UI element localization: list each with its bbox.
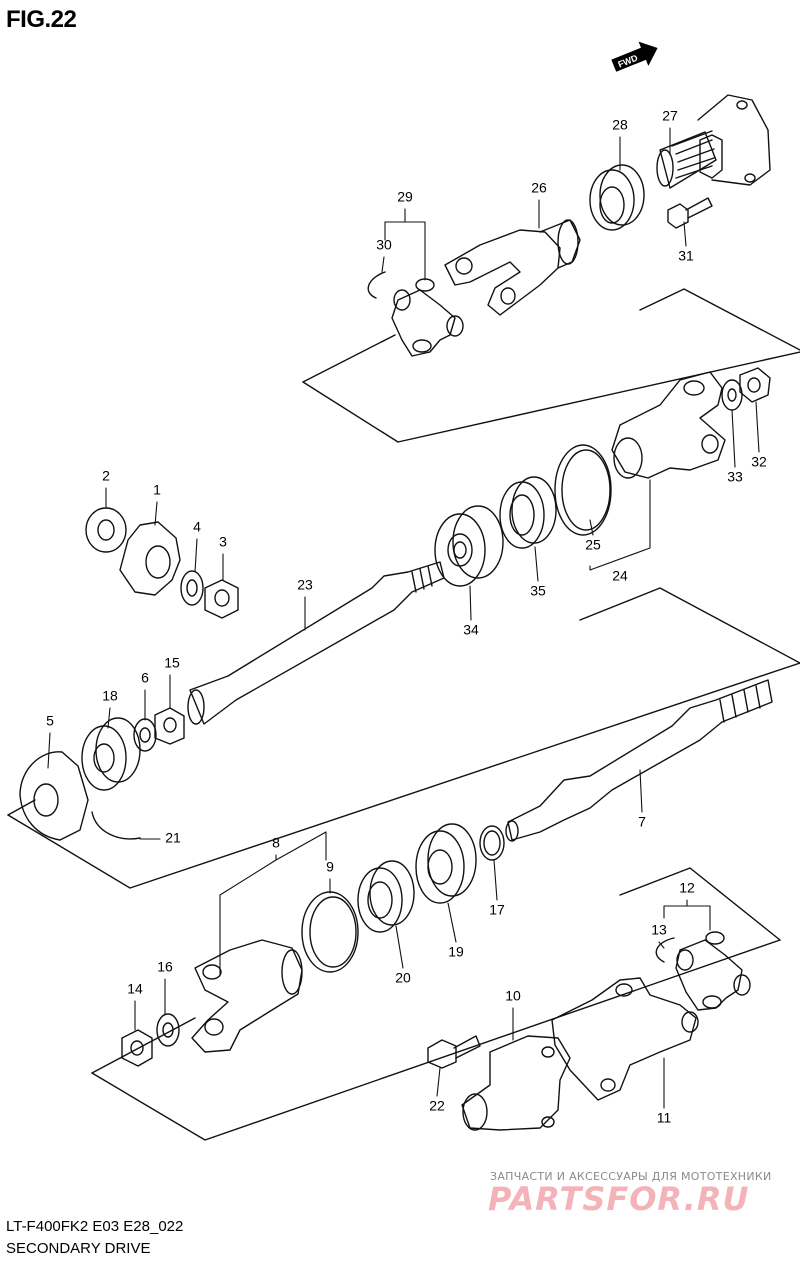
watermark-logo: PARTSFOR.RU [488, 1180, 750, 1218]
part-11-yoke [551, 977, 699, 1101]
callout-5: 5 [46, 713, 54, 729]
region-outline-a3 [639, 288, 800, 351]
callout-30: 30 [376, 237, 392, 253]
callout-20: 20 [395, 970, 411, 986]
region-outline-top [303, 230, 800, 440]
part-32-nut [739, 367, 771, 403]
callout-24: 24 [612, 568, 628, 584]
callout-32: 32 [751, 454, 767, 470]
part-19-bearing [415, 823, 477, 904]
part-30-circlip [367, 271, 386, 299]
region-outline-mid3 [579, 587, 800, 664]
callout-9: 9 [326, 859, 334, 875]
part-14-nut [121, 1029, 153, 1067]
callout-2: 2 [102, 468, 110, 484]
part-17-circlip [479, 825, 505, 861]
callout-35: 35 [530, 583, 546, 599]
part-21-circlip [91, 811, 141, 840]
part-29-universal-joint-spider [391, 278, 464, 357]
callout-3: 3 [219, 534, 227, 550]
callout-29: 29 [397, 189, 413, 205]
part-9-ring [301, 891, 359, 973]
callout-numbers: 1234567891011121314151617181920212223242… [46, 108, 767, 1126]
figure-name: SECONDARY DRIVE [6, 1240, 151, 1257]
callout-31: 31 [678, 248, 694, 264]
callout-12: 12 [679, 880, 695, 896]
callout-23: 23 [297, 577, 313, 593]
callout-22: 22 [429, 1098, 445, 1114]
callout-4: 4 [193, 519, 201, 535]
callout-28: 28 [612, 117, 628, 133]
part-26-yoke [444, 219, 581, 316]
callout-25: 25 [585, 537, 601, 553]
part-25-ring [554, 444, 612, 536]
part-2-shim [85, 507, 127, 553]
callout-6: 6 [141, 670, 149, 686]
part-20-oil-seal [357, 860, 415, 933]
part-1-bevel-gear [119, 521, 181, 596]
callout-21: 21 [165, 830, 181, 846]
model-code: LT-F400FK2 E03 E28_022 [6, 1218, 184, 1235]
region-outline-mid [7, 662, 800, 889]
region-outline-low3 [619, 867, 781, 941]
region-outline-low2 [91, 1017, 196, 1074]
fig-title: FIG.22 [6, 6, 77, 33]
callout-1: 1 [153, 482, 161, 498]
part-23-propeller-shaft [187, 561, 445, 725]
part-18-bearing [81, 717, 141, 791]
callout-11: 11 [657, 1110, 672, 1126]
callout-8: 8 [272, 835, 280, 851]
part-3-nut [204, 579, 239, 619]
callout-17: 17 [489, 902, 505, 918]
part-13-circlip [655, 937, 675, 963]
callout-7: 7 [638, 814, 646, 830]
part-33-washer [721, 379, 743, 411]
callout-33: 33 [727, 469, 743, 485]
part-5-driven-bevel-gear [19, 751, 89, 841]
callout-15: 15 [164, 655, 180, 671]
callout-13: 13 [651, 922, 667, 938]
watermark-tagline: ЗАПЧАСТИ И АКСЕССУАРЫ ДЛЯ МОТОТЕХНИКИ [490, 1170, 772, 1183]
region-outline-a2 [302, 334, 396, 383]
part-28-oil-seal [589, 164, 645, 231]
part-4-washer [180, 570, 204, 606]
callout-26: 26 [531, 180, 547, 196]
part-31-bolt [667, 197, 713, 229]
callout-19: 19 [448, 944, 464, 960]
part-24-yoke [611, 371, 726, 479]
part-10-flange [461, 1035, 571, 1131]
region-outline-low [91, 939, 781, 1141]
part-15-nut [154, 707, 185, 745]
callout-14: 14 [127, 981, 143, 997]
callout-34: 34 [463, 622, 479, 638]
part-16-washer [156, 1013, 180, 1047]
part-12-universal-joint-spider [675, 931, 751, 1011]
part-27-output-shaft [656, 94, 771, 189]
part-34-bearing [434, 505, 504, 587]
part-8-yoke [191, 939, 303, 1053]
callout-16: 16 [157, 959, 173, 975]
fwd-arrow-label: FWD [616, 52, 639, 69]
part-22-bolt [427, 1035, 481, 1069]
callout-18: 18 [102, 688, 118, 704]
fwd-arrow-icon: FWD [611, 41, 658, 72]
part-35-oil-seal [499, 476, 557, 549]
region-outline-a [302, 351, 800, 443]
region-outline-mid2 [7, 799, 36, 816]
callout-10: 10 [505, 988, 521, 1004]
callout-27: 27 [662, 108, 678, 124]
part-7-drive-shaft [505, 679, 773, 842]
leader-lines [47, 127, 760, 1109]
